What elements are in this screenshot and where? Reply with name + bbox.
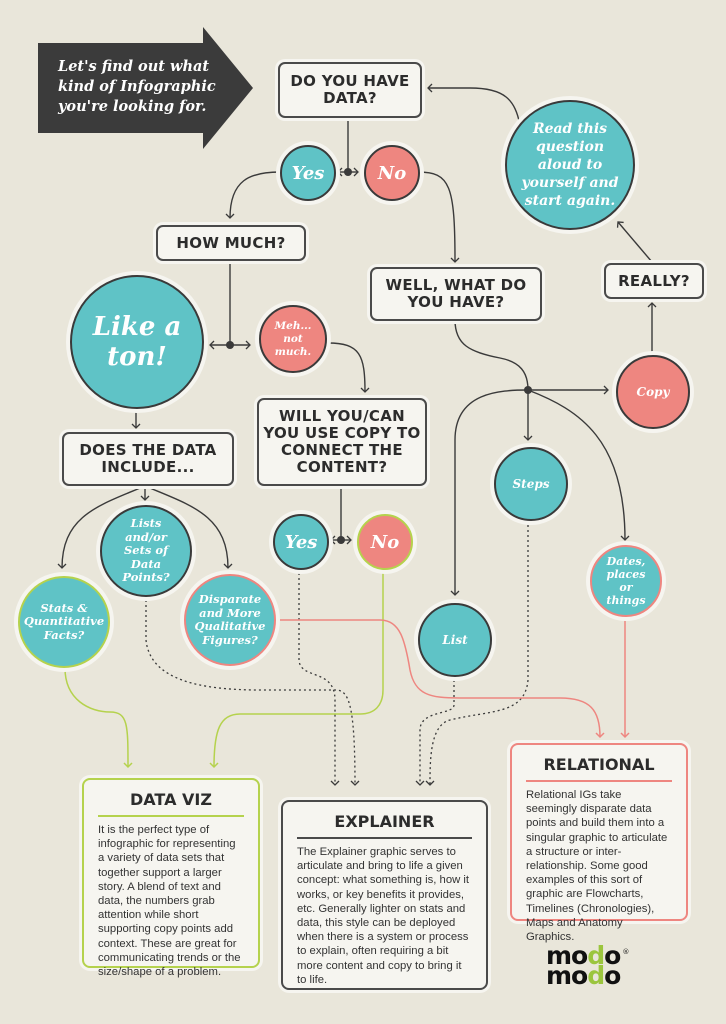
question-how-much[interactable]: HOW MUCH? <box>156 225 306 261</box>
result-explainer: EXPLAINER The Explainer graphic serves t… <box>281 800 488 990</box>
question-really-label: REALLY? <box>618 272 690 290</box>
answer-no2-label: No <box>370 531 400 553</box>
answer-disparate-label: Disparate and More Qualitative Figures? <box>194 592 266 647</box>
question-data-include[interactable]: DOES THE DATA INCLUDE... <box>62 432 234 486</box>
answer-lists-sets-label: Lists and/or Sets of Data Points? <box>122 516 170 585</box>
modo-modo-logo: modo modo ® <box>546 943 629 988</box>
answer-yes-use-copy[interactable]: Yes <box>273 514 329 570</box>
answer-like-a-ton[interactable]: Like a ton! <box>70 275 204 409</box>
answer-like-a-ton-label: Like a ton! <box>92 312 182 372</box>
logo-text-accent: d <box>587 961 605 990</box>
logo-text: o <box>604 961 621 990</box>
answer-steps[interactable]: Steps <box>494 447 568 521</box>
question-data-include-label: DOES THE DATA INCLUDE... <box>79 441 217 476</box>
answer-copy-label: Copy <box>636 385 670 399</box>
registered-mark: ® <box>622 948 629 956</box>
intro-banner: Let's find out what kind of Infographic … <box>38 27 253 149</box>
intro-text: Let's find out what kind of Infographic … <box>58 58 216 115</box>
answer-disparate[interactable]: Disparate and More Qualitative Figures? <box>184 574 276 666</box>
question-what-have[interactable]: WELL, WHAT DO YOU HAVE? <box>370 267 542 321</box>
result-relational: RELATIONAL Relational IGs take seemingly… <box>510 743 688 943</box>
answer-no-have-data[interactable]: No <box>364 145 420 201</box>
answer-yes-label: Yes <box>291 162 325 184</box>
question-use-copy[interactable]: WILL YOU/CAN YOU USE COPY TO CONNECT THE… <box>257 398 427 486</box>
answer-meh[interactable]: Meh... not much. <box>259 305 327 373</box>
answer-no-use-copy[interactable]: No <box>357 514 413 570</box>
answer-meh-label: Meh... not much. <box>274 319 312 358</box>
result-dataviz-body: It is the perfect type of infographic fo… <box>98 824 241 979</box>
question-how-much-label: HOW MUCH? <box>176 234 286 252</box>
question-what-have-label: WELL, WHAT DO YOU HAVE? <box>385 276 527 311</box>
answer-list[interactable]: List <box>418 603 492 677</box>
result-relational-body: Relational IGs take seemingly disparate … <box>526 789 668 944</box>
answer-list-label: List <box>442 633 468 647</box>
answer-copy[interactable]: Copy <box>616 355 690 429</box>
answer-lists-sets[interactable]: Lists and/or Sets of Data Points? <box>100 505 192 597</box>
logo-text: o <box>604 941 621 970</box>
answer-dates-label: Dates, places or things <box>606 555 646 607</box>
answer-steps-label: Steps <box>512 477 550 491</box>
question-have-data-label: DO YOU HAVE DATA? <box>290 72 410 107</box>
result-explainer-title: EXPLAINER <box>297 812 472 839</box>
answer-yes2-label: Yes <box>284 531 318 553</box>
answer-stats[interactable]: Stats & Quantitative Facts? <box>18 576 110 668</box>
result-relational-title: RELATIONAL <box>526 755 672 782</box>
logo-text: mo <box>546 961 588 990</box>
answer-read-again-label: Read this question aloud to yourself and… <box>521 121 619 209</box>
answer-stats-label: Stats & Quantitative Facts? <box>23 600 105 642</box>
result-dataviz: DATA VIZ It is the perfect type of infog… <box>82 778 260 978</box>
answer-no-label: No <box>377 162 407 184</box>
result-explainer-body: The Explainer graphic serves to articula… <box>297 846 470 986</box>
answer-dates-places[interactable]: Dates, places or things <box>590 545 662 617</box>
question-use-copy-label: WILL YOU/CAN YOU USE COPY TO CONNECT THE… <box>263 407 421 476</box>
logo-text: mo <box>546 941 588 970</box>
answer-read-again[interactable]: Read this question aloud to yourself and… <box>505 100 635 230</box>
logo-text-accent: d <box>587 941 605 970</box>
answer-yes-have-data[interactable]: Yes <box>280 145 336 201</box>
question-really[interactable]: REALLY? <box>604 263 704 299</box>
result-dataviz-title: DATA VIZ <box>98 790 244 817</box>
question-have-data[interactable]: DO YOU HAVE DATA? <box>278 62 422 118</box>
